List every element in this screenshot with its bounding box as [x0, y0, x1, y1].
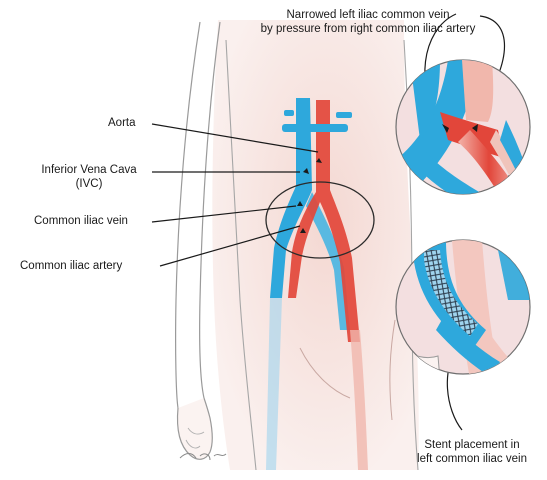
label-common-iliac-artery: Common iliac artery [20, 259, 122, 273]
label-aorta: Aorta [108, 116, 136, 130]
label-narrowed-line2: by pressure from right common iliac arte… [212, 22, 524, 36]
label-stent-line2: left common iliac vein [404, 452, 540, 466]
label-ivc-line1: Inferior Vena Cava [22, 163, 156, 177]
label-narrowed-line1: Narrowed left iliac common vein [212, 8, 524, 22]
label-narrowed-vein: Narrowed left iliac common vein by press… [212, 8, 524, 36]
label-stent-line1: Stent placement in [404, 438, 540, 452]
label-ivc: Inferior Vena Cava (IVC) [22, 163, 156, 191]
label-ivc-line2: (IVC) [22, 177, 156, 191]
label-common-iliac-vein: Common iliac vein [34, 214, 128, 228]
inset-compression [396, 60, 530, 214]
label-stent-placement: Stent placement in left common iliac vei… [404, 438, 540, 466]
